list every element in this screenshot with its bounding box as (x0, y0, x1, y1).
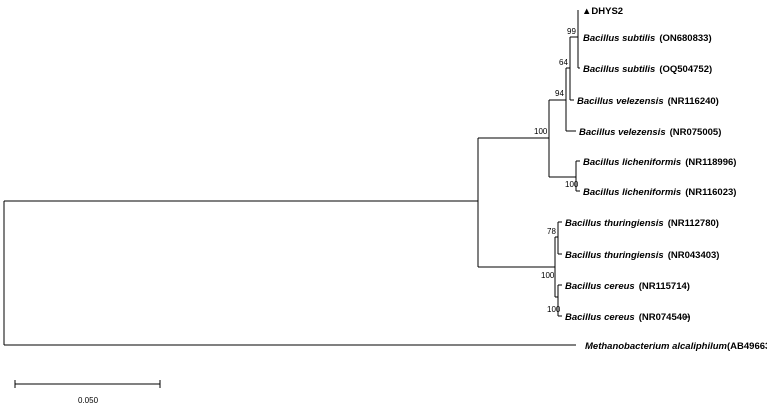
scale-bar-label: 0.050 (78, 396, 99, 405)
bootstrap-100-cereus: 100 (547, 305, 561, 314)
taxon-bacillus-velezensis-1: Bacillus velezensis(NR116240) (577, 96, 719, 107)
bootstrap-100-cereus-group: 100 (541, 271, 555, 280)
taxon-bacillus-licheniformis-2: Bacillus licheniformis(NR116023) (583, 187, 736, 198)
bootstrap-100-upper: 100 (534, 127, 548, 136)
taxon-bacillus-cereus-1: Bacillus cereus(NR115714) (565, 281, 690, 292)
taxon-bacillus-licheniformis-1: Bacillus licheniformis(NR118996) (583, 157, 736, 168)
taxon-methanobacterium-alcaliphilum: Methanobacterium alcaliphilum(AB496639) (585, 341, 767, 352)
scale-bar: 0.050 (14, 380, 161, 405)
taxon-bacillus-thuringiensis-1: Bacillus thuringiensis(NR112780) (565, 218, 719, 229)
bootstrap-100-licheniformis: 100 (565, 180, 579, 189)
taxon-bacillus-velezensis-2: Bacillus velezensis(NR075005) (579, 127, 721, 138)
taxon-bacillus-cereus-2: Bacillus cereus(NR074540) (565, 312, 690, 323)
taxon-bacillus-thuringiensis-2: Bacillus thuringiensis(NR043403) (565, 250, 719, 261)
bootstrap-94: 94 (555, 89, 564, 98)
bootstrap-64: 64 (559, 58, 568, 67)
taxon-dhys2: ▲DHYS2 (582, 6, 623, 17)
taxon-bacillus-subtilis-2: Bacillus subtilis(OQ504752) (583, 64, 712, 75)
taxon-bacillus-subtilis-1: Bacillus subtilis(ON680833) (583, 33, 712, 44)
bootstrap-78: 78 (547, 227, 556, 236)
bootstrap-99: 99 (567, 27, 576, 36)
